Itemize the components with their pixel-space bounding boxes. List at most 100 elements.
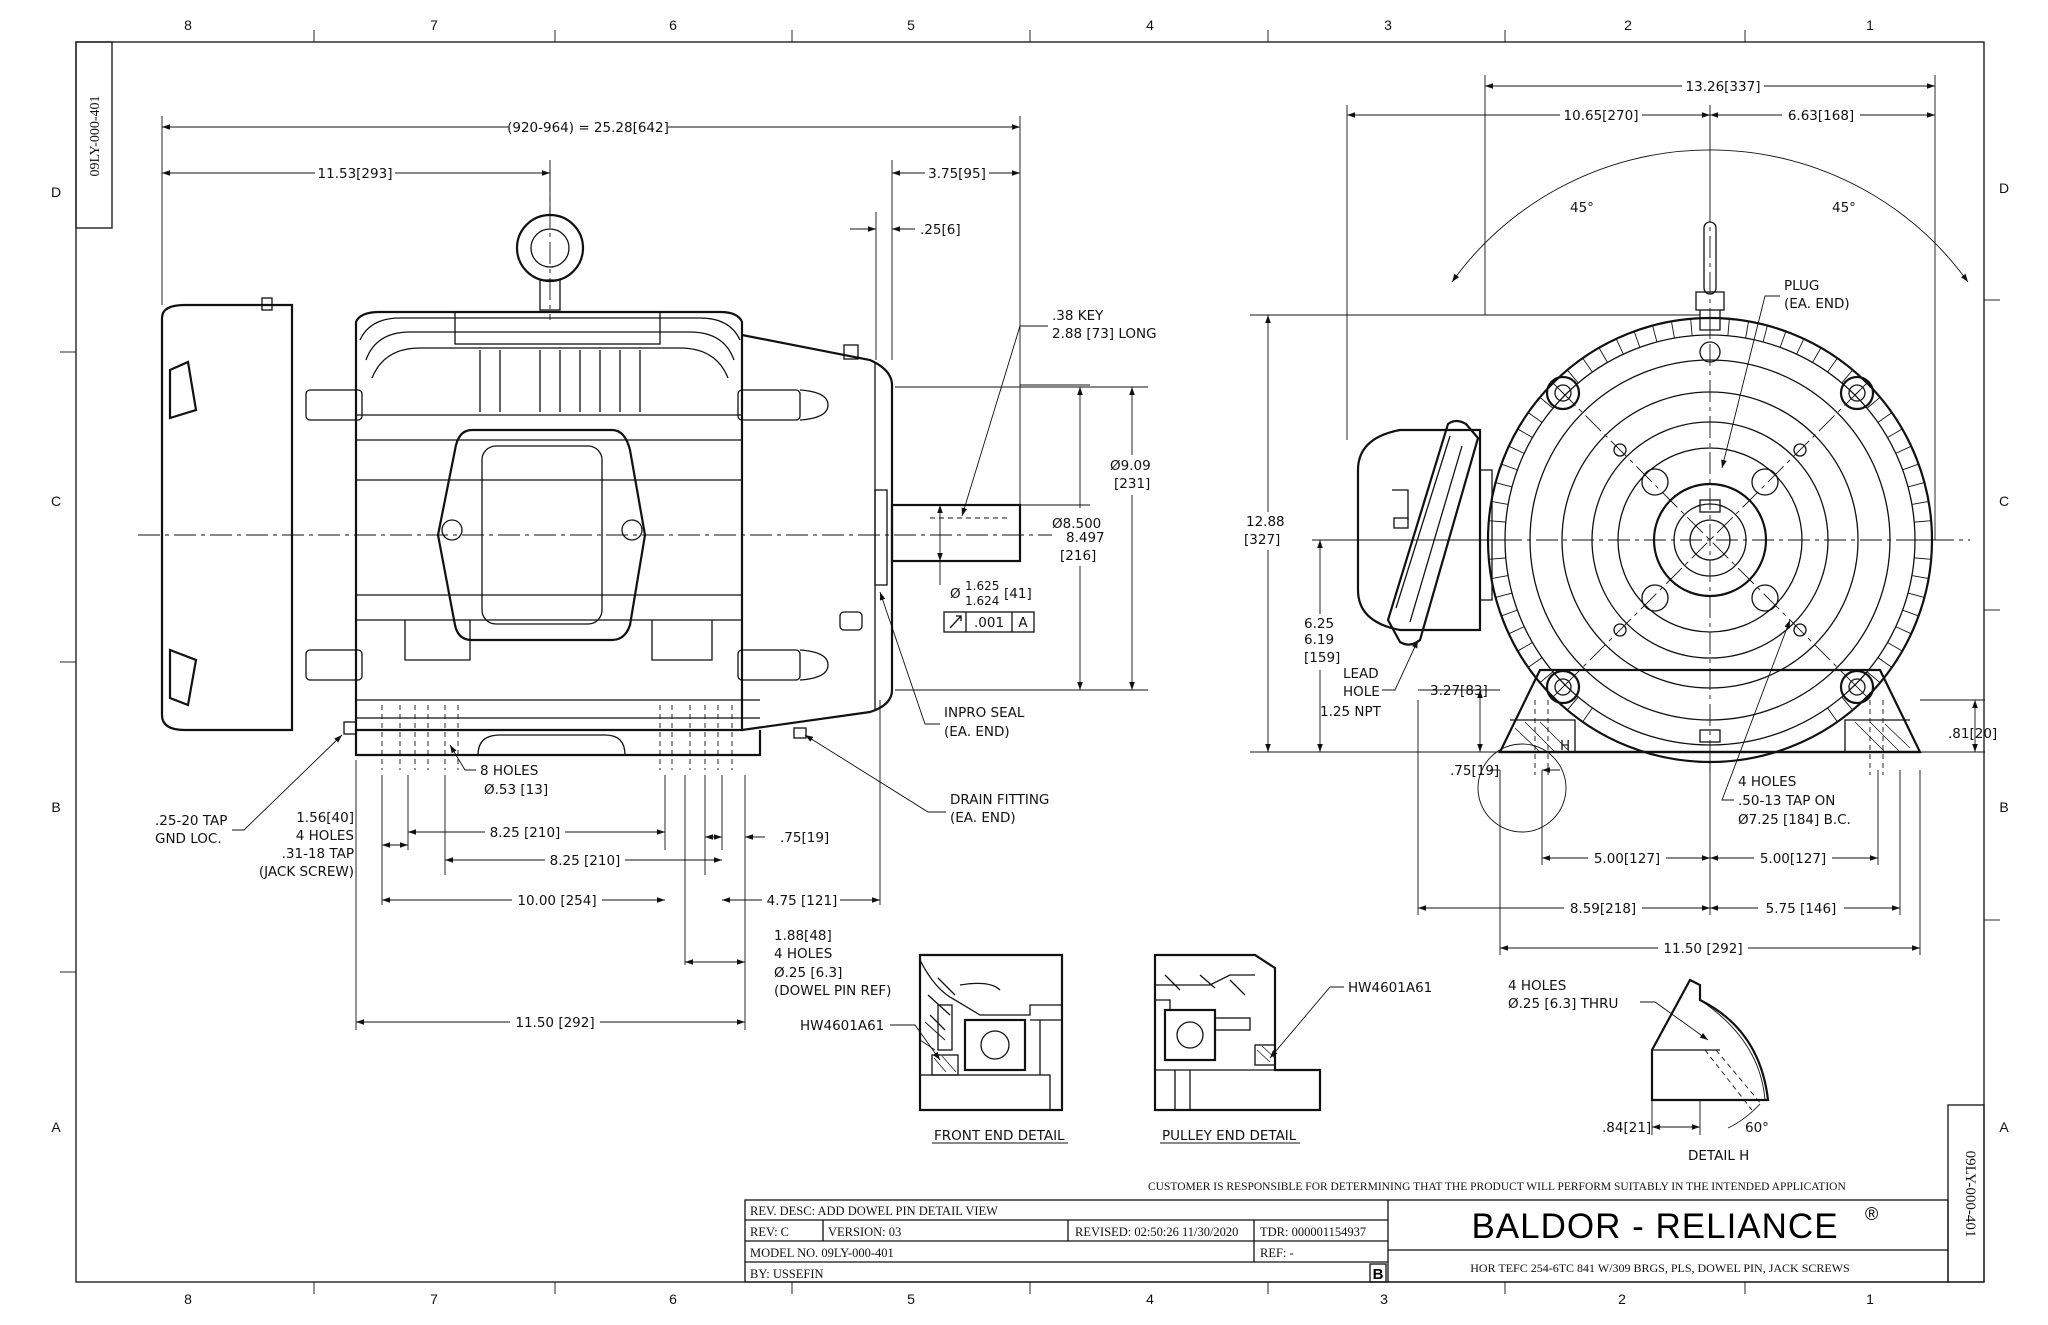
- cooling-fin: [1491, 575, 1509, 579]
- grid-col-8-bottom: 8: [184, 1291, 192, 1307]
- inpro-seal-line2: (EA. END): [944, 724, 1010, 740]
- cooling-fin: [1907, 482, 1925, 488]
- holes4-line2: .50-13 TAP ON: [1738, 793, 1835, 809]
- fan-cover-vent-top: [168, 360, 198, 420]
- jack-screw-line4: (JACK SCREW): [259, 864, 354, 880]
- grid-row-d-left: D: [51, 184, 61, 200]
- cooling-fin: [1517, 642, 1533, 652]
- cooling-fin: [1914, 557, 1932, 560]
- shaft-dia-symbol: Ø: [950, 586, 961, 602]
- dim-4-75: 4.75 [121]: [767, 893, 838, 909]
- cooling-fin: [1539, 671, 1554, 684]
- cooling-fin: [1727, 318, 1730, 336]
- jack-screw-line3: .31-18 TAP: [282, 846, 354, 862]
- rev-desc: REV. DESC: ADD DOWEL PIN DETAIL VIEW: [750, 1204, 998, 1218]
- tdr: TDR: 000001154937: [1260, 1225, 1366, 1239]
- dim-13-26: 13.26[337]: [1686, 79, 1761, 95]
- cooling-fin: [1488, 557, 1506, 560]
- cooling-fin: [1495, 592, 1513, 598]
- key-label-line1: .38 KEY: [1052, 308, 1104, 324]
- holes8-line1: 8 HOLES: [480, 763, 538, 779]
- dim-12-88-mm: [327]: [1244, 532, 1280, 548]
- cooling-fin: [1488, 520, 1506, 523]
- cooling-fin: [1508, 626, 1525, 635]
- dim-12-88: 12.88: [1246, 514, 1285, 530]
- fan-cover: [160, 303, 294, 732]
- dim-8-59: 8.59[218]: [1570, 901, 1636, 917]
- grid-row-d-right: D: [1999, 180, 2009, 196]
- grid-row-c-right: C: [1999, 493, 2009, 509]
- cooling-fin: [1911, 501, 1929, 505]
- cooling-fin: [1887, 642, 1903, 652]
- dia-8-497: 8.497: [1066, 530, 1105, 546]
- cooling-fin: [1877, 412, 1893, 423]
- shaft-dia-2: 1.624: [965, 594, 999, 608]
- detail-h-angle: 60°: [1745, 1120, 1769, 1136]
- shaft-dia-1: 1.625: [965, 579, 999, 593]
- grid-row-labels: D C B A D C B A: [51, 180, 2009, 1135]
- grid-row-b-right: B: [1999, 799, 2008, 815]
- cooling-fin: [1671, 321, 1675, 339]
- dim-75-end: .75[19]: [1450, 763, 1499, 779]
- end-view-dimensions: 13.26[337] 10.65[270] 6.63[168] 45° 45° …: [1242, 75, 1997, 957]
- dim-3-75: 3.75[95]: [928, 166, 986, 182]
- dim-10-65: 10.65[270]: [1564, 108, 1639, 124]
- grid-row-a-left: A: [51, 1119, 61, 1135]
- holes8-line2: Ø.53 [13]: [484, 782, 548, 798]
- grid-col-1-top: 1: [1866, 17, 1874, 33]
- plug-line2: (EA. END): [1784, 296, 1850, 312]
- dim-81: .81[20]: [1948, 726, 1997, 742]
- cooling-fin: [1582, 707, 1593, 723]
- sheet-size: B: [1373, 1266, 1384, 1283]
- cooling-fin: [1895, 626, 1912, 635]
- dim-11-53: 11.53[293]: [318, 166, 393, 182]
- dowel-pin-line3: Ø.25 [6.3]: [774, 965, 842, 981]
- detail-h-label: DETAIL H: [1688, 1148, 1749, 1164]
- conduit-box: [436, 428, 647, 642]
- grid-col-7-top: 7: [430, 17, 438, 33]
- drain-fitting-line2: (EA. END): [950, 810, 1016, 826]
- inpro-seal-line1: INPRO SEAL: [944, 705, 1025, 721]
- holes4-line3: Ø7.25 [184] B.C.: [1738, 812, 1851, 828]
- lead-hole-line1: LEAD: [1343, 666, 1379, 682]
- detail-h-holes-line2: Ø.25 [6.3] THRU: [1508, 996, 1618, 1012]
- cooling-fin: [1827, 357, 1838, 373]
- drawing-number-stamp-top: 09LY-000-401: [75, 41, 113, 229]
- end-bracket: [741, 333, 894, 732]
- cooling-fin: [1902, 609, 1919, 617]
- grid-col-6-bottom: 6: [669, 1291, 677, 1307]
- dowel-pin-line2: 4 HOLES: [774, 946, 832, 962]
- front-end-detail: HW4601A61 FRONT END DETAIL: [800, 953, 1068, 1144]
- mounting-feet: [354, 730, 762, 757]
- detail-h: 4 HOLES Ø.25 [6.3] THRU .84[21] 60° DETA…: [1508, 978, 1770, 1164]
- cooling-fin: [1501, 609, 1518, 617]
- cooling-fin: [1841, 369, 1854, 384]
- brand-registered-mark: ®: [1865, 1204, 1878, 1224]
- dim-8-25-a: 8.25 [210]: [490, 825, 561, 841]
- detail-h-dim: .84[21]: [1602, 1120, 1651, 1136]
- detail-h-callout-circle: [1477, 743, 1567, 833]
- cooling-fin: [1877, 657, 1893, 668]
- cooling-fin: [1495, 482, 1513, 488]
- drawn-by: BY: USSEFIN: [750, 1267, 824, 1281]
- end-shaft-outer: [1652, 482, 1768, 598]
- cooling-fin: [1779, 331, 1787, 348]
- grid-col-2-top: 2: [1624, 17, 1632, 33]
- dia-9-09: Ø9.09: [1110, 458, 1151, 474]
- plug-line1: PLUG: [1784, 278, 1819, 294]
- motor-side-view: [138, 170, 1060, 770]
- motor-frame: [354, 310, 744, 732]
- cooling-fin: [1566, 696, 1579, 711]
- cooling-fin: [1812, 347, 1822, 363]
- front-detail-label: FRONT END DETAIL: [934, 1128, 1065, 1144]
- dia-8-500: Ø8.500: [1052, 516, 1101, 532]
- cooling-fin: [1527, 412, 1543, 423]
- cooling-fin: [1911, 575, 1929, 579]
- dim-6-mm: [159]: [1304, 650, 1340, 666]
- dia-9-09-mm: [231]: [1114, 476, 1150, 492]
- dim-3-27: 3.27[83]: [1430, 683, 1488, 699]
- cooling-fin: [1508, 445, 1525, 454]
- lead-hole-line2: HOLE: [1343, 684, 1380, 700]
- dim-5-00-b: 5.00[127]: [1760, 851, 1826, 867]
